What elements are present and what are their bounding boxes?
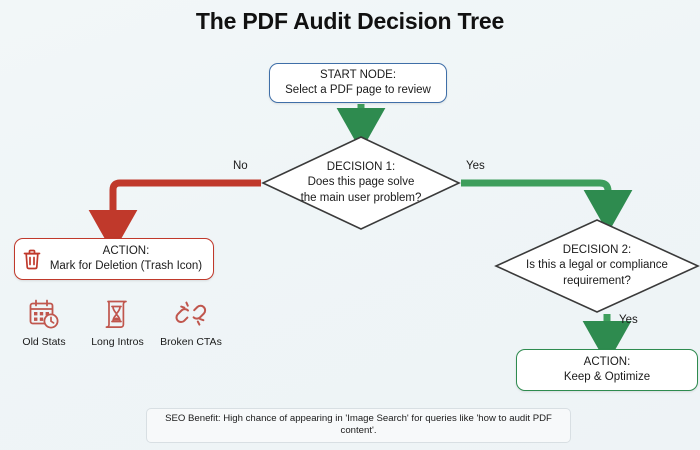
edge-label-no: No xyxy=(233,160,248,172)
node-action-delete-text: ACTION: Mark for Deletion (Trash Icon) xyxy=(43,244,213,274)
hourglass-scroll-icon xyxy=(101,296,135,332)
page-title: The PDF Audit Decision Tree xyxy=(195,8,505,34)
reason-item-old-stats: Old Stats xyxy=(10,296,78,348)
decision-2-shape xyxy=(494,219,700,313)
node-start-line1: START NODE: xyxy=(319,68,397,81)
node-action-keep[interactable]: ACTION: Keep & Optimize xyxy=(516,349,698,391)
edge-label-yes-decision2: Yes xyxy=(619,314,638,326)
broken-link-icon xyxy=(174,296,208,332)
decision-1-shape xyxy=(261,136,461,230)
node-action-delete-line1: ACTION: xyxy=(102,244,150,257)
reason-caption-broken-ctas: Broken CTAs xyxy=(160,336,222,348)
reason-caption-long-intros: Long Intros xyxy=(91,336,144,348)
trash-icon xyxy=(21,247,43,271)
node-action-keep-line2: Keep & Optimize xyxy=(563,371,651,383)
node-action-delete-line2: Mark for Deletion (Trash Icon) xyxy=(49,260,203,272)
node-action-keep-line1: ACTION: xyxy=(583,355,631,368)
node-decision-2[interactable]: DECISION 2: Is this a legal or complianc… xyxy=(494,218,700,314)
node-start-text: START NODE: Select a PDF page to review xyxy=(285,68,431,98)
edge-label-yes-decision1: Yes xyxy=(466,160,485,172)
edge-decision1-yes xyxy=(461,179,633,234)
node-start-line2: Select a PDF page to review xyxy=(285,84,431,96)
node-decision-1[interactable]: DECISION 1: Does this page solve the mai… xyxy=(261,135,461,231)
reason-item-broken-ctas: Broken CTAs xyxy=(157,296,225,348)
node-action-delete[interactable]: ACTION: Mark for Deletion (Trash Icon) xyxy=(14,238,214,280)
reason-item-long-intros: Long Intros xyxy=(84,296,152,348)
node-start[interactable]: START NODE: Select a PDF page to review xyxy=(269,63,447,103)
edge-decision1-no xyxy=(88,179,261,254)
seo-benefit-note: SEO Benefit: High chance of appearing in… xyxy=(146,408,571,443)
reason-caption-old-stats: Old Stats xyxy=(22,336,66,348)
calendar-clock-icon xyxy=(27,296,61,332)
node-action-keep-text: ACTION: Keep & Optimize xyxy=(564,355,650,385)
reason-icon-row: Old Stats Long Intros xyxy=(10,296,225,348)
